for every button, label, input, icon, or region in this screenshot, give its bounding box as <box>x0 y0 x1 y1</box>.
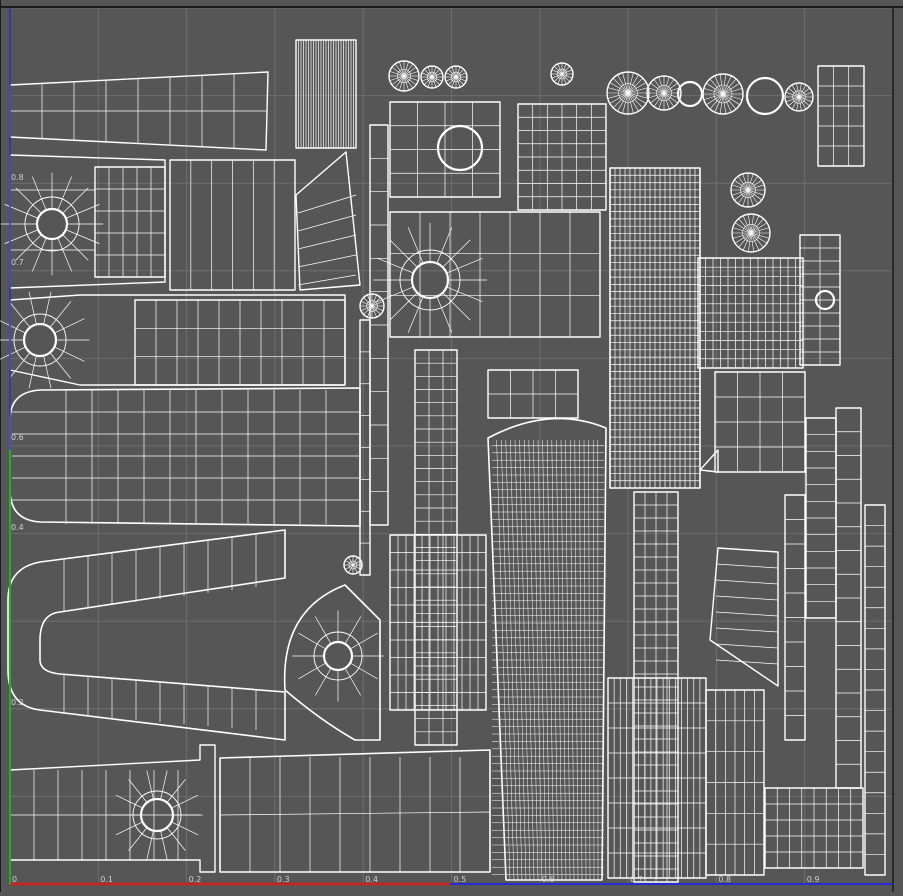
u-tick-label: 0.7 <box>630 875 643 884</box>
v-tick-label: 0.7 <box>11 258 24 267</box>
u-tick-label: 0.8 <box>718 875 731 884</box>
u-tick-label: 0 <box>12 875 17 884</box>
v-tick-label: 0.4 <box>11 523 24 532</box>
u-tick-label: 0.5 <box>454 875 467 884</box>
u-tick-label: 0.9 <box>807 875 820 884</box>
v-tick-label: 0.2 <box>11 698 24 707</box>
v-tick-label: 0.8 <box>11 173 24 182</box>
u-tick-label: 0.2 <box>189 875 202 884</box>
u-tick-label: 0.4 <box>365 875 378 884</box>
u-tick-label: 0.1 <box>100 875 113 884</box>
u-tick-label: 0.3 <box>277 875 290 884</box>
u-tick-label: 0.6 <box>542 875 555 884</box>
v-tick-label: 0.6 <box>11 433 24 442</box>
